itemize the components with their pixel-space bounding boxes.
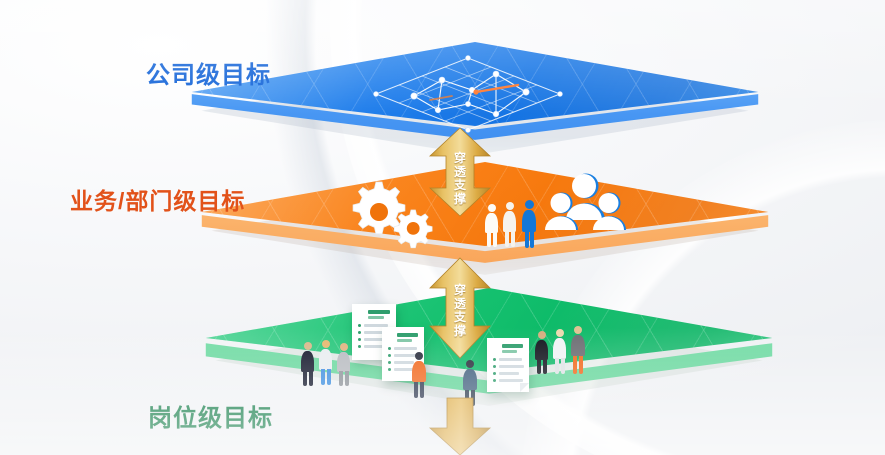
person-figure	[336, 343, 351, 386]
connector-char: 穿	[453, 151, 466, 165]
person-figure	[502, 202, 517, 248]
person-figure	[521, 200, 537, 249]
connector-middle[interactable]: 穿 透 支 撑	[424, 256, 496, 360]
person-figure	[300, 342, 315, 386]
network-chart[interactable]	[368, 52, 568, 136]
person-figure	[318, 340, 333, 385]
layer-position-label: 岗位级目标	[148, 405, 273, 432]
layer-department-label: 业务/部门级目标	[70, 188, 246, 214]
connector-char: 撑	[453, 323, 466, 338]
person-figure	[534, 331, 549, 374]
connector-middle-text: 穿 透 支 撑	[424, 283, 496, 338]
connector-char: 穿	[453, 283, 466, 297]
people-group-icon[interactable]	[540, 172, 632, 234]
layer-company-label: 公司级目标	[146, 62, 271, 89]
people-icon[interactable]	[300, 338, 356, 388]
connector-char: 透	[453, 164, 466, 179]
connector-top-text: 穿 透 支 撑	[424, 151, 496, 206]
connector-bottom[interactable]	[426, 397, 494, 455]
person-figure	[570, 326, 586, 374]
connector-char: 透	[453, 296, 466, 311]
connector-char: 撑	[453, 191, 466, 206]
connector-char: 支	[453, 178, 466, 192]
person-figure	[552, 329, 567, 374]
people-icon[interactable]	[534, 326, 592, 376]
connector-char: 支	[453, 310, 466, 324]
connector-top[interactable]: 穿 透 支 撑	[424, 126, 496, 218]
